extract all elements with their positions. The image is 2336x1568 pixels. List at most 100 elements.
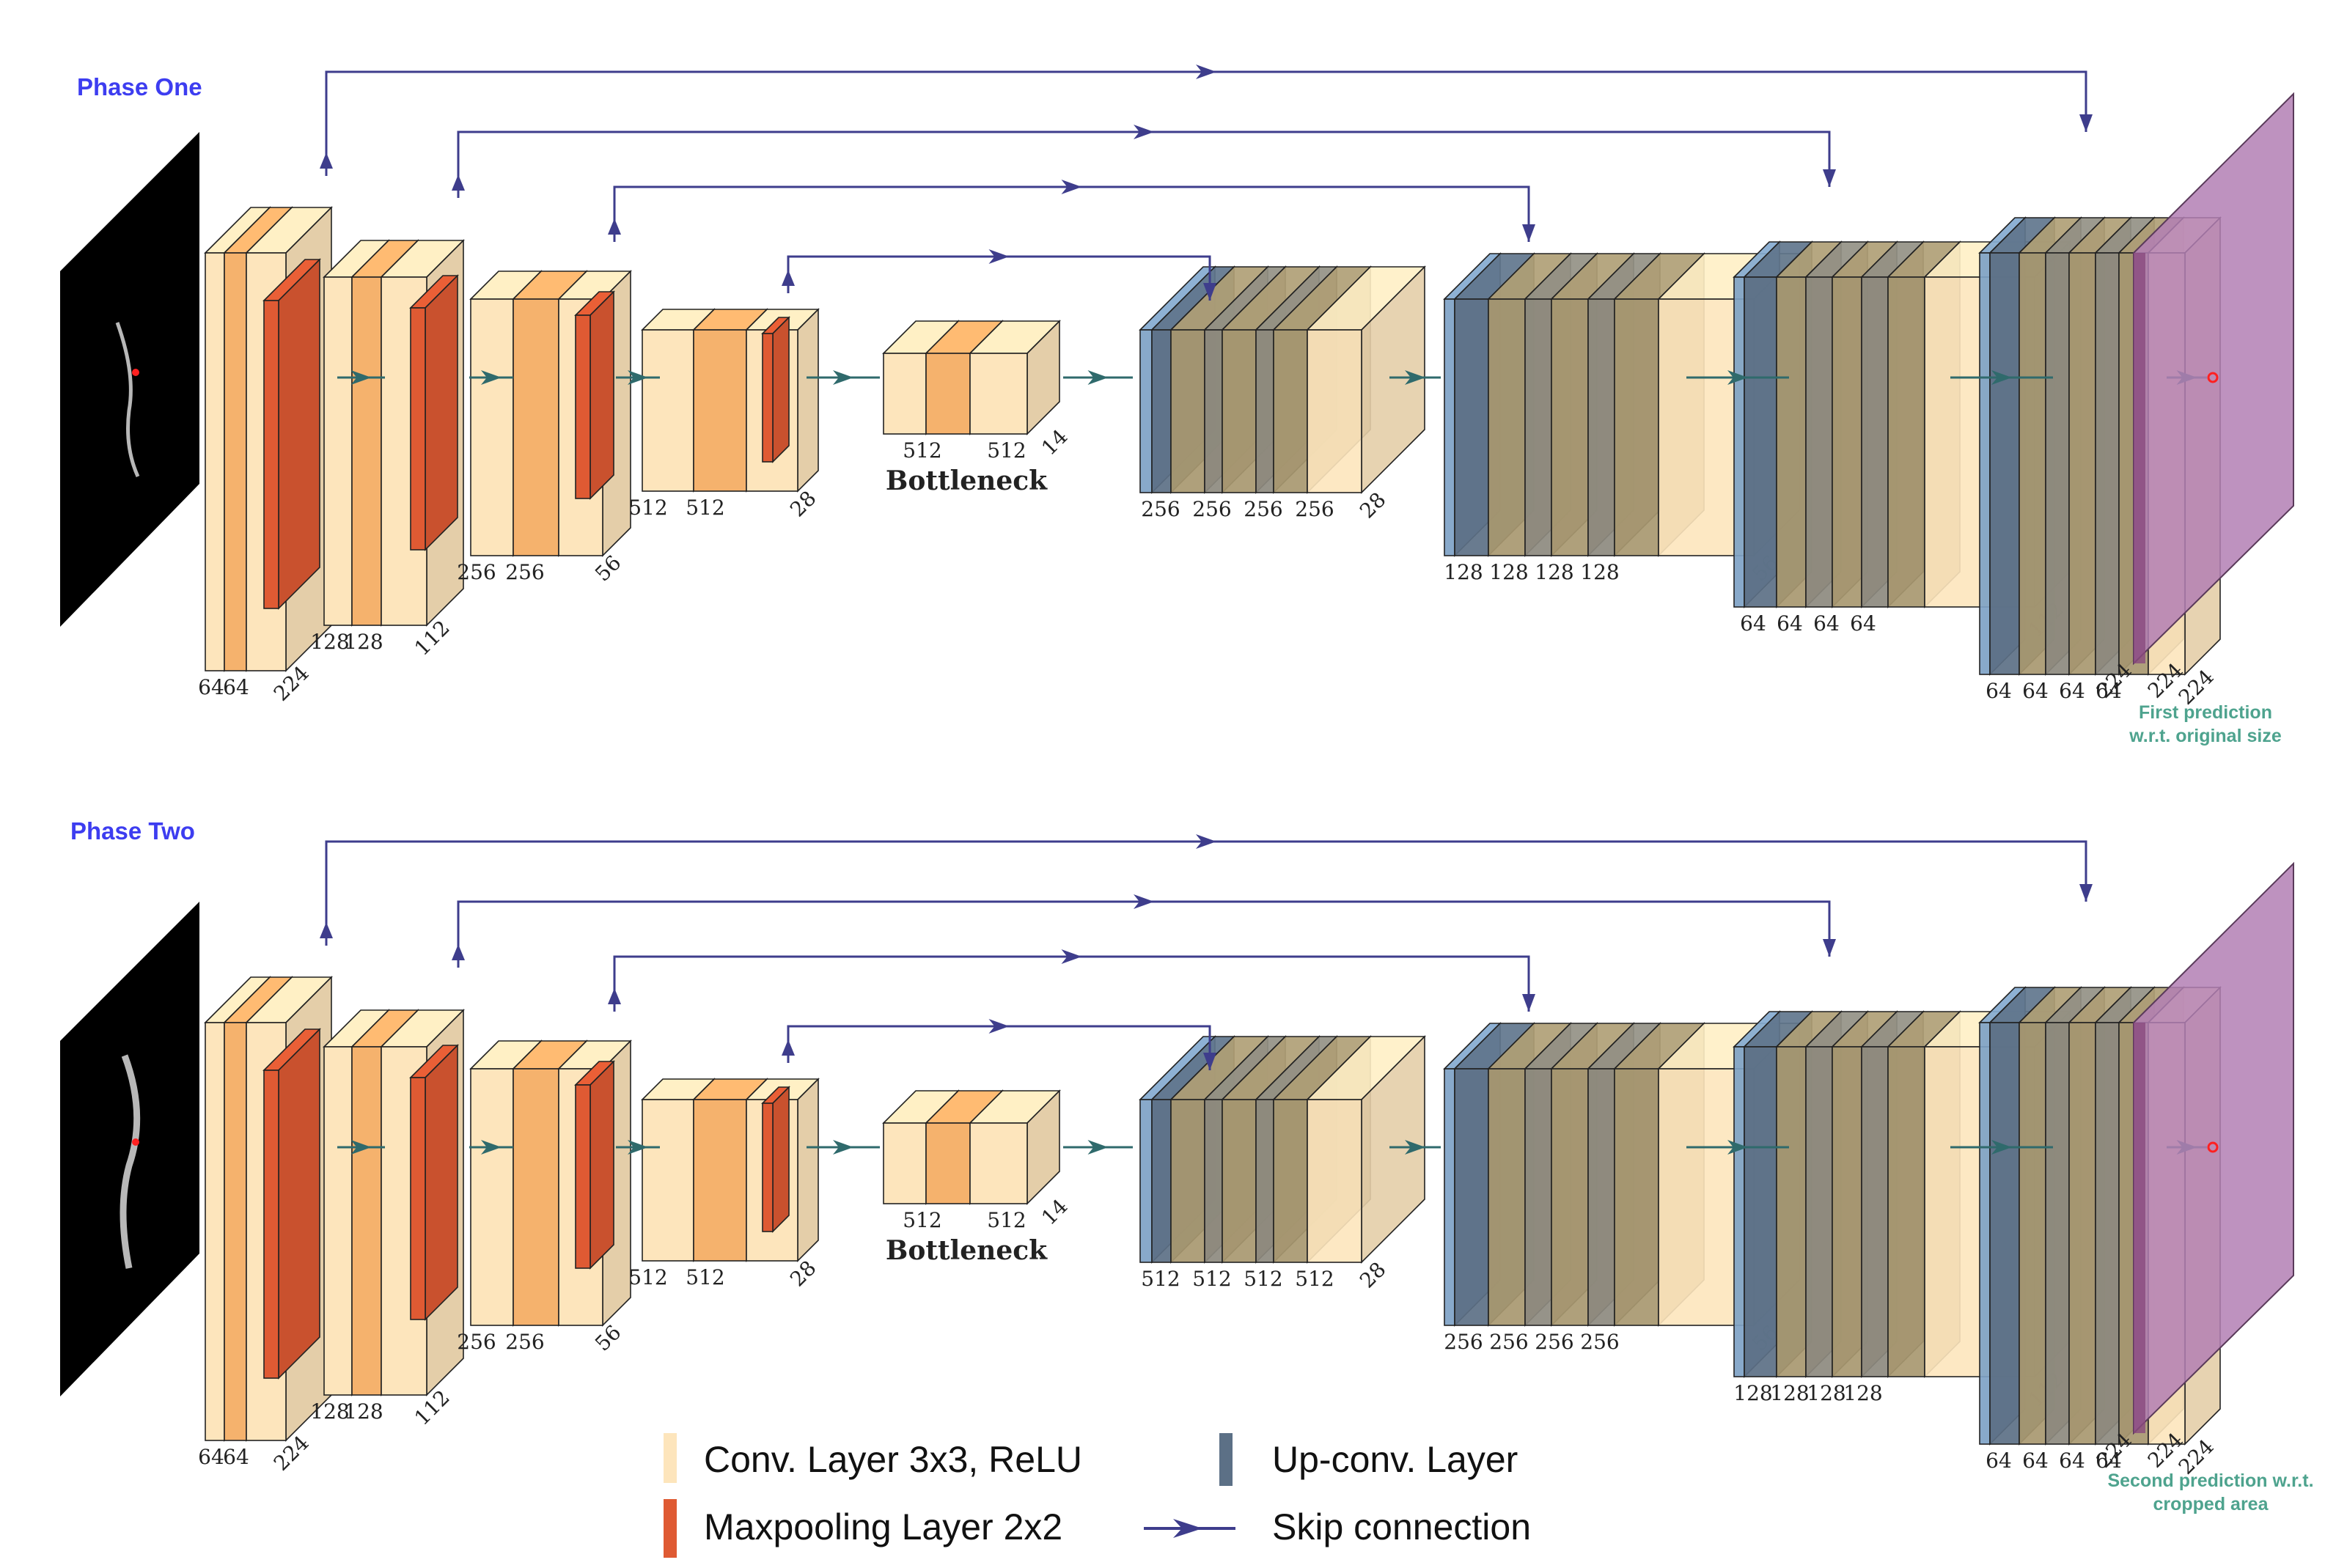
legend-pool-swatch — [664, 1499, 677, 1558]
output-marker — [2207, 372, 2219, 383]
dec3-layer-5-front — [1832, 276, 1862, 608]
skip-connection-3-mid-head — [1061, 180, 1082, 194]
enc3-pool-front — [575, 314, 591, 499]
dec-arrow-2-head — [1727, 370, 1748, 385]
output-marker — [2207, 1141, 2219, 1153]
legend-pool-label: Maxpooling Layer 2x2 — [704, 1506, 1062, 1547]
enc-arrow-4-head — [833, 370, 853, 385]
bottleneck-conv-c-front — [969, 353, 1028, 435]
enc2-conv-b-front — [351, 1046, 382, 1396]
bottleneck-label-size: 14 — [1037, 1194, 1073, 1230]
dec1-layer-7-front — [1273, 329, 1308, 493]
skip-connection-4-mid-head — [988, 1019, 1010, 1034]
enc1-conv-b-front — [224, 1022, 247, 1441]
dec4-layer-4-front — [2045, 1022, 2070, 1445]
bottleneck-conv-a-front — [883, 1122, 927, 1204]
dec4-layer-5-front — [2068, 252, 2096, 675]
dec2-layer-4-front — [1524, 1068, 1552, 1326]
skip-connection-4 — [782, 1019, 1216, 1070]
dec4-label-2: 64 — [2022, 1449, 2049, 1473]
bottleneck-label-2: 512 — [987, 438, 1026, 463]
skip-connection-1-end-head — [2079, 884, 2093, 902]
dec-arrow-3 — [1950, 370, 2053, 385]
enc4-label-2: 512 — [686, 496, 724, 520]
dec-arrow-2 — [1686, 370, 1789, 385]
enc4-pool-side — [772, 1086, 790, 1233]
phase-two-caption-line-1: Second prediction w.r.t. — [2107, 1471, 2313, 1491]
skip-connection-1-line — [325, 70, 2087, 176]
skip-connection-3-end-head — [1522, 994, 1535, 1012]
enc1-pool-front — [263, 1070, 279, 1379]
dec1-layer-3-front — [1170, 1099, 1205, 1263]
bottleneck-arrow-out — [1063, 370, 1133, 385]
dec2-layer-4-front — [1524, 298, 1552, 556]
enc-arrow-4 — [807, 370, 880, 385]
dec2-label-4: 256 — [1580, 1330, 1619, 1354]
skip-connection-4-end-head — [1203, 283, 1216, 301]
enc-arrow-3 — [616, 370, 660, 385]
enc-arrow-1-head — [350, 370, 372, 385]
dec4-label-2: 64 — [2022, 679, 2049, 703]
dec1-label-2: 256 — [1192, 497, 1231, 521]
input-image-marker — [132, 369, 139, 376]
legend-skip-label: Skip connection — [1272, 1506, 1531, 1547]
skip-connection-4 — [782, 249, 1216, 301]
dec4-label-4: 64 — [2096, 679, 2122, 703]
output-edge — [2134, 253, 2145, 663]
dec2-layer-1-front — [1444, 298, 1455, 556]
bottleneck-conv-b-front — [925, 353, 971, 435]
dec-arrow-1 — [1389, 1140, 1441, 1155]
bottleneck-arrow-out — [1063, 1140, 1133, 1155]
skip-connection-3 — [608, 180, 1535, 242]
skip-connection-4-line — [787, 1025, 1211, 1070]
output-plane — [2133, 92, 2294, 666]
dec2-label-2: 256 — [1489, 1330, 1528, 1354]
enc3-conv-a-front — [470, 298, 514, 556]
enc1-conv-a-front — [205, 1022, 225, 1441]
enc-arrow-3-head — [628, 370, 648, 385]
dec3-layer-6-front — [1861, 276, 1889, 608]
dec4-layer-2-front — [1989, 1022, 2020, 1445]
bottleneck-title: Bottleneck — [886, 1235, 1048, 1266]
skip-connection-2-start-head — [452, 174, 465, 191]
skip-connection-3-start-head — [608, 988, 621, 1004]
dec2-layer-2-front — [1454, 1068, 1489, 1326]
dec4-layer-6-front — [2095, 1022, 2120, 1445]
dec4-label-1: 64 — [1986, 679, 2012, 703]
dec3-label-1: 64 — [1740, 611, 1766, 636]
skip-connection-3-start-head — [608, 218, 621, 235]
dec1-label-1: 512 — [1141, 1267, 1180, 1291]
dec3-label-4: 64 — [1850, 611, 1876, 636]
enc2-pool — [409, 274, 459, 551]
enc4-conv-b-front — [693, 1099, 747, 1262]
dec2-label-1: 256 — [1444, 1330, 1483, 1354]
enc-arrow-2 — [469, 1140, 513, 1155]
skip-connection-2-mid-head — [1134, 894, 1154, 909]
skip-connection-3-mid-head — [1061, 949, 1082, 964]
bottleneck-conv-c-front — [969, 1122, 1028, 1204]
enc-arrow-3 — [616, 1140, 660, 1155]
enc3-conv-b-front — [513, 1068, 559, 1326]
phase-one-caption-line-1: First prediction — [2139, 702, 2272, 723]
dec4-layer-1-front — [1979, 1022, 1991, 1445]
enc4-conv-c-side — [797, 308, 819, 493]
enc4-pool — [761, 316, 790, 463]
dec1-label-4: 512 — [1295, 1267, 1334, 1291]
skip-connection-1-start-head — [320, 922, 333, 938]
legend-upconv-label: Up-conv. Layer — [1272, 1439, 1518, 1480]
dec2-layer-6-front — [1587, 298, 1615, 556]
dec2-layer-3-front — [1488, 298, 1526, 556]
skip-connection-1 — [320, 65, 2093, 176]
skip-connection-1-start-head — [320, 152, 333, 169]
skip-connection-2-start-head — [452, 944, 465, 960]
enc4-conv-c-side — [797, 1078, 819, 1262]
dec4-layer-1-front — [1979, 252, 1991, 675]
enc2-conv-a-front — [323, 1046, 353, 1396]
